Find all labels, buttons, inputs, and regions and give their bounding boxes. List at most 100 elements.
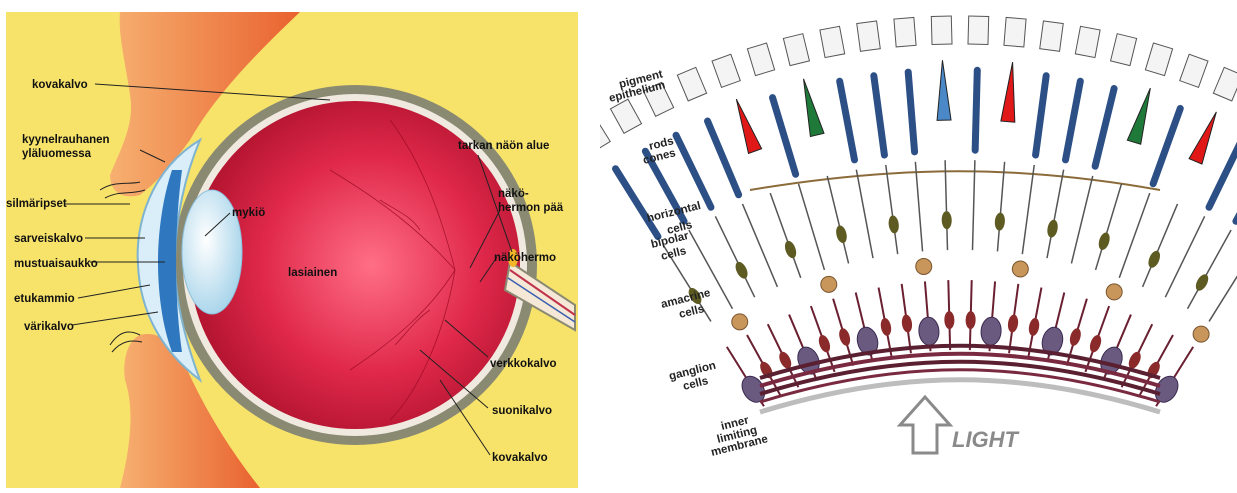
ganglion-cell-small [965, 311, 975, 329]
pigment-cell [1075, 26, 1100, 57]
bipolar-axon [715, 216, 754, 297]
pigment-cell [1180, 54, 1208, 87]
bipolar-axon [856, 170, 873, 258]
ganglion-cell-small [837, 327, 852, 347]
bipolar-cell-body [888, 215, 900, 234]
ganglion-cell-body [918, 316, 940, 346]
pigment-cell [1213, 67, 1237, 101]
pigment-cell [610, 99, 641, 133]
pigment-cell [677, 67, 706, 101]
cone-cell [797, 77, 824, 136]
pigment-cell [600, 118, 610, 152]
label-mustuaisaukko: mustuaisaukko [14, 258, 98, 270]
ganglion-cell-small [1007, 314, 1019, 333]
cone-cell [1127, 86, 1157, 144]
bipolar-axon [997, 162, 1004, 252]
ganglion-cell-body [980, 316, 1002, 346]
pigment-cell [1040, 21, 1064, 51]
label-verkkokalvo: verkkokalvo [490, 358, 557, 370]
ganglion-cell-small [944, 311, 954, 329]
ganglion-cell-layer [727, 280, 1193, 406]
label-nakohermon-2: hermon pää [498, 202, 564, 214]
light-arrow-icon [900, 397, 950, 453]
bipolar-axon [915, 162, 922, 252]
rod-cell [773, 98, 796, 175]
rod-cell [840, 81, 855, 160]
bipolar-cell-body [1046, 219, 1059, 239]
amacrine-cell [732, 314, 748, 330]
bipolar-cell-body [834, 224, 848, 244]
rod-cell [1036, 76, 1047, 155]
pigment-cell [894, 17, 916, 47]
label-silmaripset: silmäripset [6, 198, 67, 210]
cone-cell [730, 97, 762, 154]
bipolar-axon [1096, 184, 1122, 270]
label-varikalvo: värikalvo [24, 321, 74, 333]
amacrine-cell [1012, 261, 1028, 277]
retina-layers-diagram: LIGHT pigment epithelium rods cones hori… [600, 0, 1237, 493]
rod-cell [908, 72, 914, 152]
rod-cell [1209, 135, 1237, 207]
bipolar-axon [770, 193, 801, 278]
light-label: LIGHT [952, 427, 1020, 452]
label-kovakalvo-top: kovakalvo [32, 79, 88, 91]
bipolar-axon [1209, 245, 1237, 321]
label-suonikalvo: suonikalvo [492, 405, 552, 417]
label-etukammio: etukammio [14, 293, 75, 305]
label-lasiainen: lasiainen [288, 267, 337, 279]
rod-cell [1153, 108, 1180, 183]
pigment-cell [820, 26, 845, 57]
label-ylaluomessa: yläluomessa [22, 148, 92, 160]
eye-cross-section-diagram: kovakalvo kyynelrauhanen yläluomessa sil… [0, 0, 600, 493]
label-sarveiskalvo: sarveiskalvo [14, 233, 83, 245]
pigment-cell [1111, 34, 1137, 66]
bipolar-axon [1022, 165, 1034, 254]
bipolar-axon [827, 176, 848, 263]
bipolar-axon [972, 160, 974, 250]
label-nakohermo: näköhermo [494, 252, 556, 264]
bipolar-axon [1047, 170, 1064, 258]
bipolar-cell-body [941, 211, 951, 229]
bipolar-cell-body [733, 260, 750, 281]
pigment-cell [857, 21, 881, 51]
rod-cell [874, 76, 885, 155]
amacrine-cell [821, 276, 837, 292]
bipolar-axon [945, 160, 947, 250]
cone-cell [935, 60, 951, 120]
cone-cell [1001, 62, 1020, 123]
ganglion-cell-small [879, 317, 892, 337]
pigment-cell [968, 16, 989, 45]
pigment-cell [712, 54, 740, 87]
cone-cell [1189, 109, 1223, 164]
pigment-cell [1004, 17, 1026, 47]
label-tarkan-naon-alue: tarkan näön alue [458, 140, 549, 152]
bipolar-axon [886, 165, 898, 254]
label-kyynelrauhanen: kyynelrauhanen [22, 134, 110, 146]
amacrine-cell [1106, 284, 1122, 300]
amacrine-cell [1193, 326, 1209, 342]
rod-cell [708, 121, 739, 195]
amacrine-cell [916, 258, 932, 274]
label-mykio: mykiö [232, 207, 265, 219]
ganglion-cell-small [1068, 327, 1083, 347]
ganglion-cell-small [901, 314, 913, 333]
bipolar-axon [1071, 176, 1092, 263]
ganglion-cell-small [1088, 334, 1104, 354]
bipolar-axon [1143, 204, 1178, 287]
bipolar-cell-body [994, 212, 1005, 231]
rod-cell [676, 135, 711, 207]
pigment-cell [1145, 43, 1172, 76]
pigment-cell [747, 43, 774, 76]
rod-cell [975, 70, 977, 150]
bipolar-cell-body [1097, 231, 1112, 251]
bipolar-cell-body [1193, 272, 1210, 293]
horizontal-cell-network [750, 171, 1160, 190]
bipolar-cell-body [1146, 249, 1162, 269]
pigment-cell [783, 34, 809, 66]
rod-cell [1095, 89, 1114, 167]
ganglion-cell-small [817, 334, 833, 354]
bipolar-axon [1119, 193, 1150, 278]
ganglion-cell-small [1027, 317, 1040, 337]
label-kovakalvo-bottom: kovakalvo [492, 452, 548, 464]
pigment-cell [931, 16, 952, 45]
